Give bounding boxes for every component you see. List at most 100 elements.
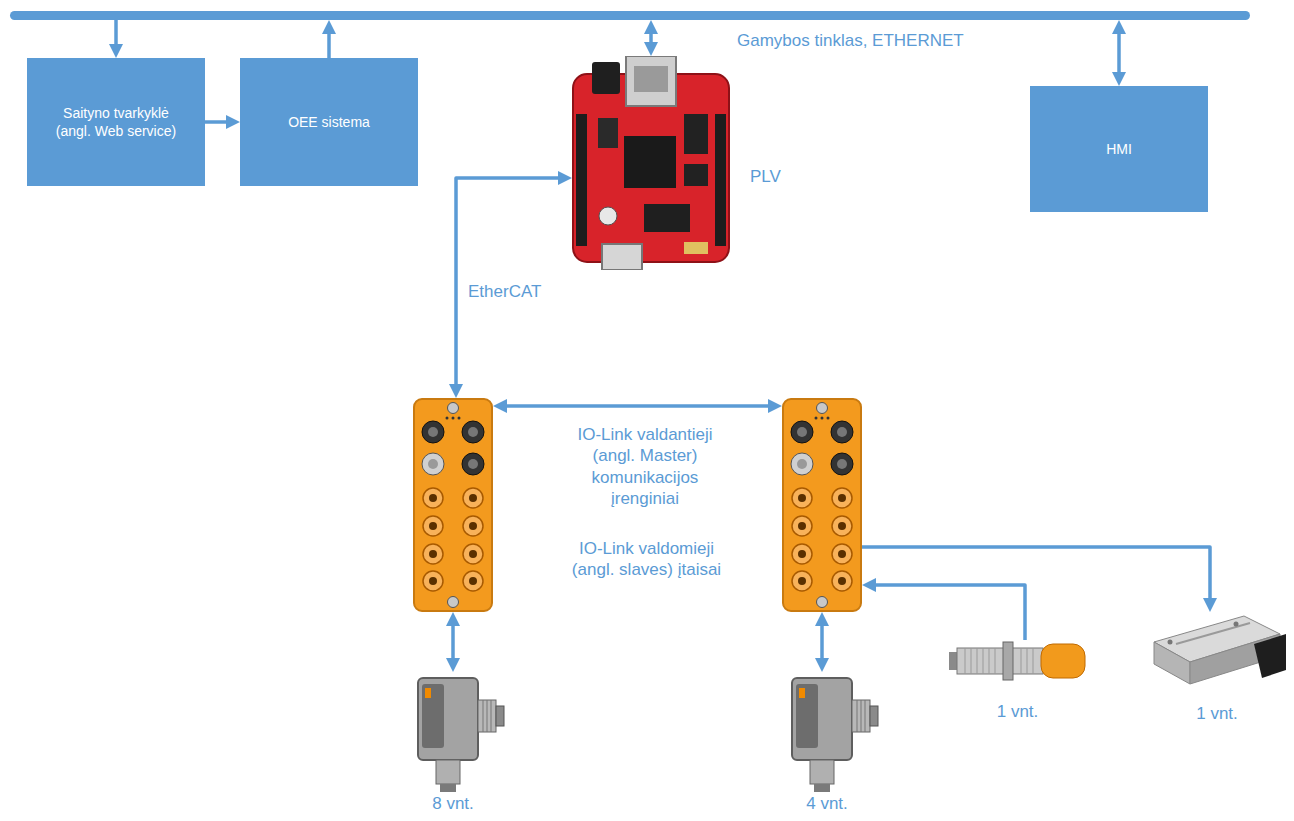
io-link-master-part	[448, 403, 459, 414]
photoelectric-sensor-part	[870, 706, 878, 726]
connector-arrow	[1117, 28, 1121, 78]
box-label: OEE sistema	[288, 113, 370, 131]
io-link-master-part	[458, 417, 461, 420]
io-link-master-part	[791, 453, 813, 475]
device-label: 8 vnt.	[432, 794, 474, 814]
connector-arrow	[870, 585, 1025, 640]
connector-arrow	[501, 404, 774, 408]
device-node: 4 vnt.	[772, 672, 882, 818]
master-node	[413, 398, 493, 612]
inductive-sensor-part	[1021, 648, 1022, 674]
io-link-master-part	[423, 571, 443, 591]
io-link-master-part	[469, 522, 477, 530]
io-link-master-part	[468, 459, 478, 469]
network-bus: Gamybos tinklas, ETHERNET	[10, 11, 1250, 20]
group-label: IO-Link valdomieji (angl. slaves) įtaisa…	[569, 538, 724, 581]
controller-board-part	[598, 118, 618, 148]
process-box: Saityno tvarkyklė (angl. Web service)	[27, 58, 205, 186]
device-node: 1 vnt.	[1146, 612, 1288, 726]
device-label: 1 vnt.	[1196, 704, 1238, 724]
io-link-master-part	[423, 488, 443, 508]
io-link-master-part	[428, 459, 438, 469]
box-label: HMI	[1106, 140, 1132, 158]
photoelectric-sensor	[398, 672, 508, 794]
io-link-master-part	[423, 516, 443, 536]
io-link-master-part	[798, 550, 806, 558]
io-link-master-part	[832, 571, 852, 591]
io-link-master-part	[815, 417, 818, 420]
io-link-master-part	[838, 494, 846, 502]
io-link-master-part	[463, 488, 483, 508]
io-link-master-part	[423, 544, 443, 564]
io-link-master-part	[469, 577, 477, 585]
inductive-sensor	[945, 640, 1090, 702]
io-link-master-part	[792, 571, 812, 591]
io-link-master-part	[817, 403, 828, 414]
io-link-master-part	[429, 522, 437, 530]
io-link-master-part	[797, 427, 807, 437]
controller-node: PLV	[572, 56, 787, 270]
photoelectric-sensor-part	[861, 700, 862, 732]
io-link-master-part	[797, 459, 807, 469]
photoelectric-sensor-part	[852, 700, 870, 732]
controller-board-part	[599, 207, 617, 225]
io-link-master-part	[798, 494, 806, 502]
io-link-master-part	[837, 459, 847, 469]
controller-board-part	[644, 204, 690, 232]
photoelectric-sensor-part	[810, 760, 834, 784]
connector-arrow	[820, 620, 824, 664]
io-link-master-part	[452, 417, 455, 420]
device-label: 1 vnt.	[997, 702, 1039, 722]
connector-arrow	[205, 120, 232, 124]
device-node: 1 vnt.	[945, 640, 1090, 724]
network-label: Gamybos tinklas, ETHERNET	[737, 31, 964, 51]
io-link-master-part	[429, 577, 437, 585]
connector-arrow	[451, 620, 455, 664]
photoelectric-sensor-part	[796, 684, 818, 748]
io-link-master-part	[827, 417, 830, 420]
photoelectric-sensor-part	[478, 700, 496, 732]
pneumatic-gripper-part	[1154, 642, 1190, 684]
inductive-sensor-part	[1041, 644, 1085, 678]
inductive-sensor-part	[965, 648, 966, 674]
io-link-master-part	[428, 427, 438, 437]
pneumatic-gripper-part	[1176, 623, 1250, 644]
photoelectric-sensor-part	[799, 688, 805, 698]
io-link-master-part	[832, 516, 852, 536]
controller-board-part	[626, 56, 676, 106]
box-label: Saityno tvarkyklė (angl. Web service)	[49, 104, 183, 140]
photoelectric-sensor-part	[436, 760, 460, 784]
io-link-master-part	[837, 427, 847, 437]
pneumatic-gripper-part	[1254, 634, 1286, 678]
io-link-master	[413, 398, 493, 612]
photoelectric-sensor	[772, 672, 882, 794]
inductive-sensor-part	[1003, 642, 1013, 680]
io-link-master-part	[422, 453, 444, 475]
photoelectric-sensor-part	[483, 700, 484, 732]
photoelectric-sensor-part	[487, 700, 488, 732]
io-link-master-part	[463, 544, 483, 564]
device-label: 4 vnt.	[806, 794, 848, 814]
inductive-sensor-part	[995, 648, 996, 674]
io-link-master-part	[832, 544, 852, 564]
io-link-master-part	[429, 550, 437, 558]
io-link-master-part	[448, 597, 459, 608]
controller-board	[572, 56, 730, 270]
io-link-master	[782, 398, 862, 612]
photoelectric-sensor-part	[425, 688, 431, 698]
io-link-master-part	[462, 421, 484, 443]
edge-label: IO-Link valdantieji (angl. Master) komun…	[559, 424, 731, 509]
inductive-sensor-part	[971, 648, 972, 674]
photoelectric-sensor-part	[814, 784, 830, 792]
io-link-master-part	[838, 522, 846, 530]
inductive-sensor-part	[957, 648, 1043, 674]
io-link-master-part	[838, 577, 846, 585]
edge-label: EtherCAT	[468, 281, 541, 302]
controller-board-part	[715, 114, 726, 246]
io-link-master-part	[414, 399, 492, 611]
process-box: HMI	[1030, 86, 1208, 212]
pneumatic-gripper	[1146, 612, 1288, 704]
connector-arrow	[862, 547, 1210, 604]
controller-board-part	[634, 66, 668, 92]
